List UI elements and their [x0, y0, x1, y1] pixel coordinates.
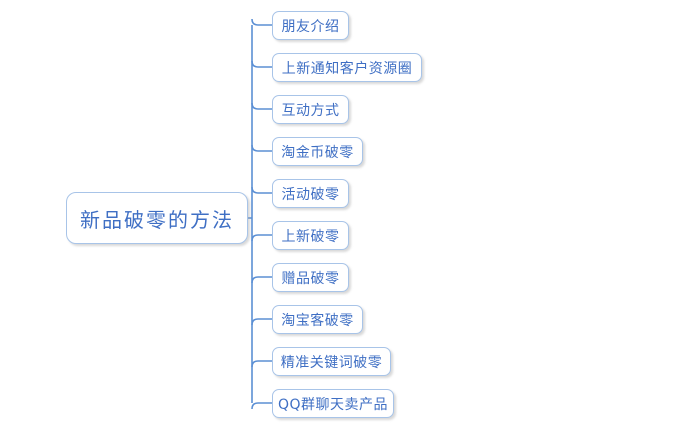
connector: [251, 102, 272, 110]
connector: [251, 402, 272, 410]
branch-node-label: 上新通知客户资源圈: [281, 60, 413, 77]
branch-node-label: 精准关键词破零: [280, 354, 383, 371]
root-node[interactable]: 新品破零的方法: [66, 192, 248, 244]
connector: [251, 144, 272, 152]
branch-node-label: 淘金币破零: [281, 144, 354, 161]
connector: [251, 318, 272, 326]
branch-node-label: 朋友介绍: [281, 18, 340, 35]
connector: [251, 360, 272, 368]
branch-node-label: 上新破零: [281, 228, 340, 245]
connector: [251, 276, 272, 284]
branch-node-label: 赠品破零: [281, 270, 340, 287]
connector: [251, 60, 272, 68]
branch-node[interactable]: 上新破零: [272, 221, 349, 250]
branch-node[interactable]: 朋友介绍: [272, 11, 349, 40]
branch-node[interactable]: 上新通知客户资源圈: [272, 53, 422, 82]
branch-node[interactable]: 赠品破零: [272, 263, 349, 292]
branch-node-label: 淘宝客破零: [281, 312, 354, 329]
root-node-label: 新品破零的方法: [80, 207, 234, 232]
connector: [251, 186, 272, 194]
branch-node[interactable]: 活动破零: [272, 179, 349, 208]
branch-node[interactable]: 精准关键词破零: [272, 347, 391, 376]
branch-node-label: QQ群聊天卖产品: [277, 396, 389, 413]
branch-node-label: 互动方式: [281, 102, 340, 119]
connector: [251, 18, 272, 26]
branch-node[interactable]: 淘金币破零: [272, 137, 363, 166]
branch-node[interactable]: 淘宝客破零: [272, 305, 363, 334]
connector: [251, 234, 272, 242]
branch-node[interactable]: QQ群聊天卖产品: [272, 389, 394, 418]
branch-node-label: 活动破零: [281, 186, 340, 203]
branch-node[interactable]: 互动方式: [272, 95, 349, 124]
